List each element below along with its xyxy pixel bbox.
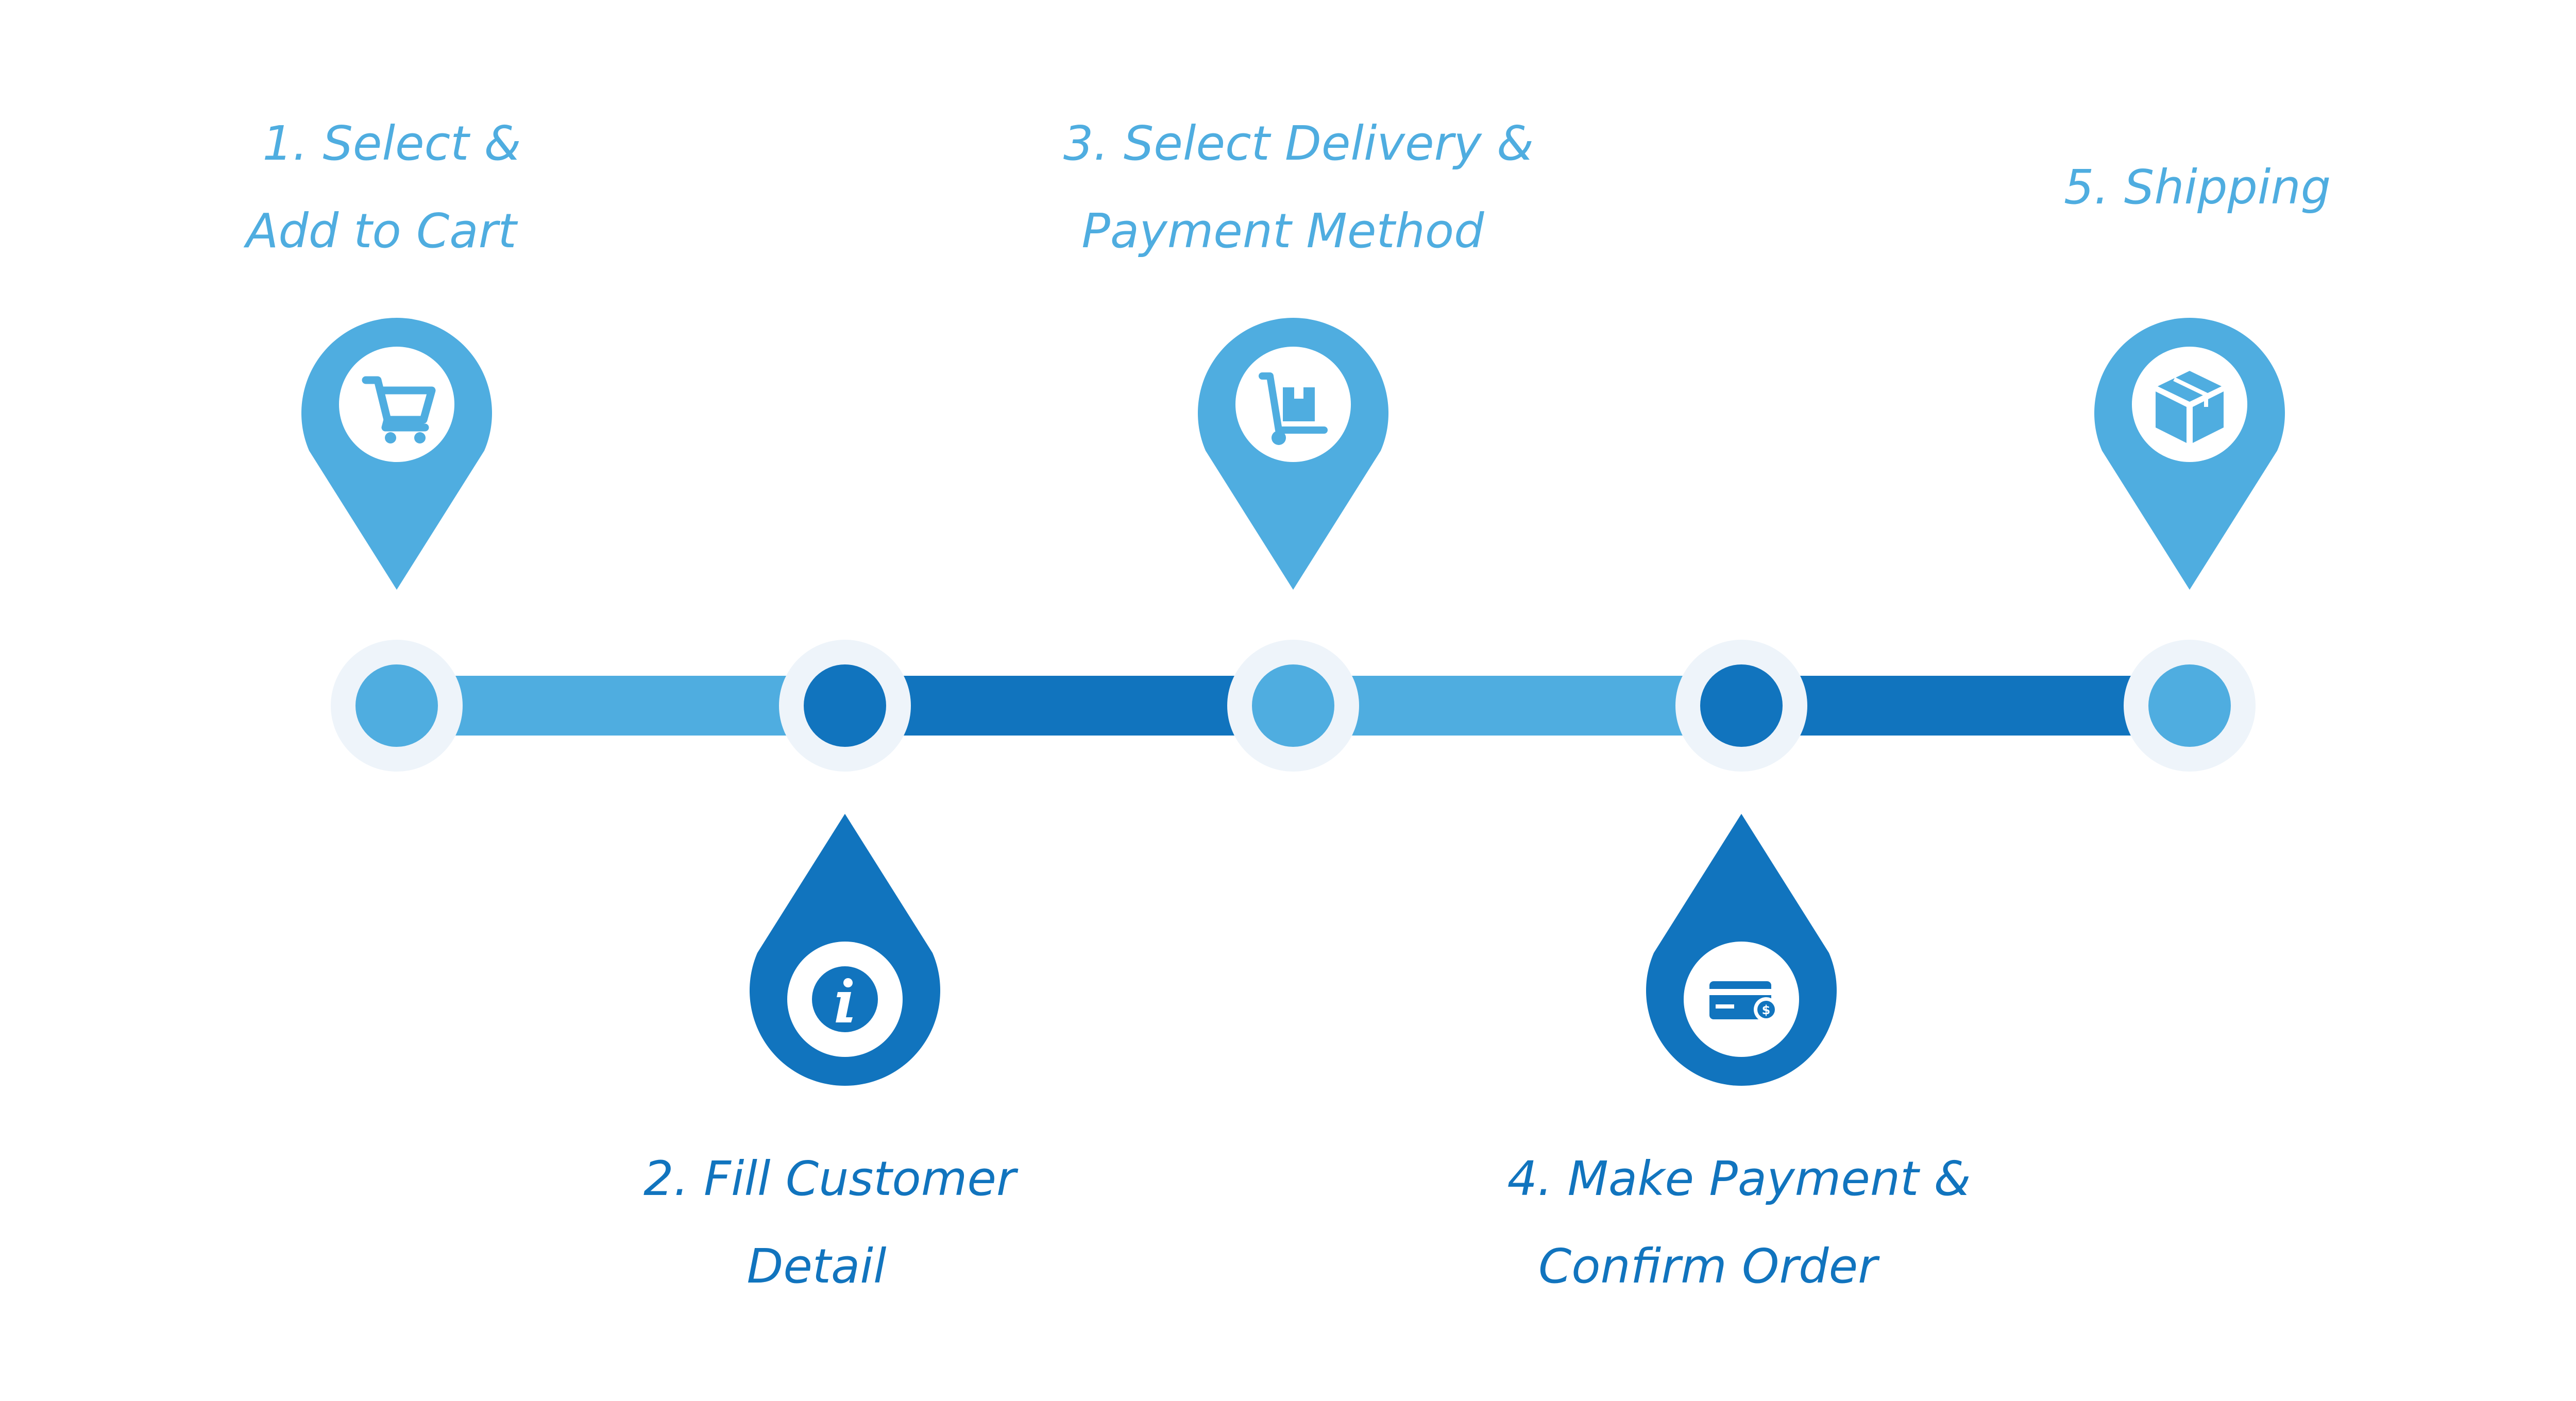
step-1-label-line-2: Add to Cart: [243, 203, 518, 259]
timeline-node-1: [331, 640, 463, 772]
timeline-segment-1: [397, 676, 845, 736]
step-3-label-line-1: 3. Select Delivery &: [1063, 116, 1534, 171]
timeline-segment-2: [845, 676, 1293, 736]
step-4-label: 4. Make Payment & Confirm Order: [1507, 1151, 1986, 1294]
step-3-marker: [1198, 318, 1388, 590]
step-1-label-line-1: 1. Select &: [262, 116, 521, 171]
shopping-cart-icon: [362, 376, 436, 443]
step-4-marker: $: [1646, 814, 1837, 1086]
credit-card-icon: $: [1709, 981, 1778, 1022]
timeline-node-3: [1227, 640, 1359, 772]
step-4-label-line-2: Confirm Order: [1538, 1239, 1880, 1294]
info-icon: [812, 966, 878, 1032]
hand-truck-icon: [1259, 372, 1328, 445]
step-2-label-line-2: Detail: [747, 1239, 886, 1294]
timeline-node-5: [2124, 640, 2256, 772]
step-4-label-line-1: 4. Make Payment &: [1507, 1151, 1971, 1206]
step-3-label: 3. Select Delivery & Payment Method: [1063, 116, 1549, 259]
step-1-label: 1. Select & Add to Cart: [243, 116, 536, 259]
step-5-label: 5. Shipping: [2064, 160, 2331, 215]
timeline-segment-3: [1293, 676, 1741, 736]
step-5-label-line-1: 5. Shipping: [2064, 160, 2331, 215]
step-3-label-line-2: Payment Method: [1081, 203, 1484, 259]
timeline-node-2: [779, 640, 911, 772]
step-2-label-line-1: 2. Fill Customer: [643, 1151, 1019, 1206]
package-box-icon: [2156, 371, 2224, 443]
timeline-segment-4: [1741, 676, 2190, 736]
timeline-node-4: [1675, 640, 1807, 772]
step-1-marker: [301, 318, 493, 590]
step-2-label: 2. Fill Customer Detail: [643, 1151, 1031, 1294]
step-2-marker: [749, 814, 940, 1086]
step-5-marker: [2094, 318, 2285, 590]
svg-text:$: $: [1762, 1003, 1771, 1017]
